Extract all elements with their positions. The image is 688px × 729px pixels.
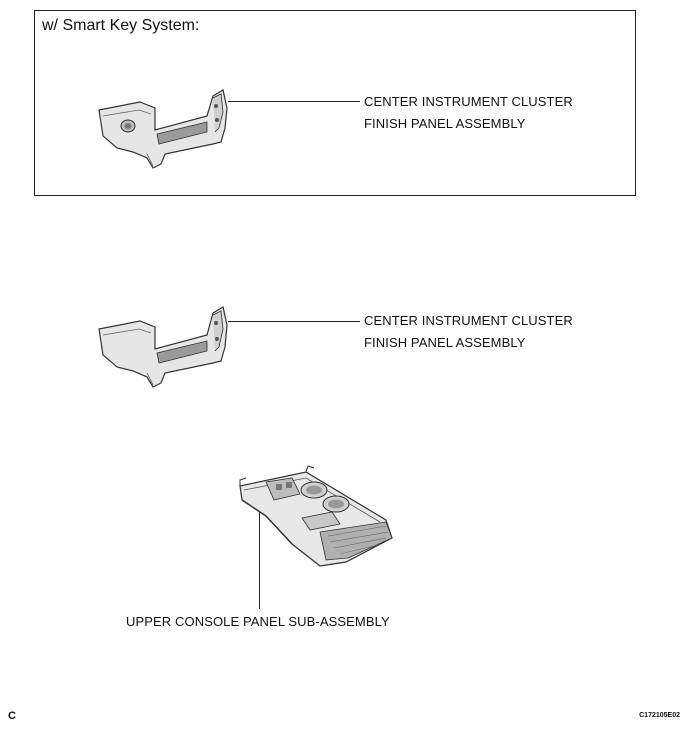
finish-panel-illustration-smart-key — [98, 89, 228, 169]
leader-line-standard — [228, 321, 360, 322]
finish-panel-label-standard-line1: CENTER INSTRUMENT CLUSTER — [364, 313, 573, 328]
footer-left-code: C — [8, 710, 16, 722]
finish-panel-illustration-standard — [98, 306, 228, 388]
finish-panel-label-smart-key-line1: CENTER INSTRUMENT CLUSTER — [364, 94, 573, 109]
leader-line-console — [259, 512, 260, 609]
smart-key-section-frame — [34, 10, 636, 196]
finish-panel-label-standard: CENTER INSTRUMENT CLUSTER FINISH PANEL A… — [364, 310, 573, 354]
illustration-code: C172105E02 — [639, 712, 680, 719]
leader-line-smart-key — [228, 101, 360, 102]
smart-key-section-title: w/ Smart Key System: — [42, 17, 200, 34]
upper-console-panel-label: UPPER CONSOLE PANEL SUB-ASSEMBLY — [126, 614, 390, 629]
finish-panel-label-smart-key: CENTER INSTRUMENT CLUSTER FINISH PANEL A… — [364, 91, 573, 135]
finish-panel-label-standard-line2: FINISH PANEL ASSEMBLY — [364, 335, 526, 350]
finish-panel-label-smart-key-line2: FINISH PANEL ASSEMBLY — [364, 116, 526, 131]
upper-console-panel-illustration — [239, 465, 393, 567]
